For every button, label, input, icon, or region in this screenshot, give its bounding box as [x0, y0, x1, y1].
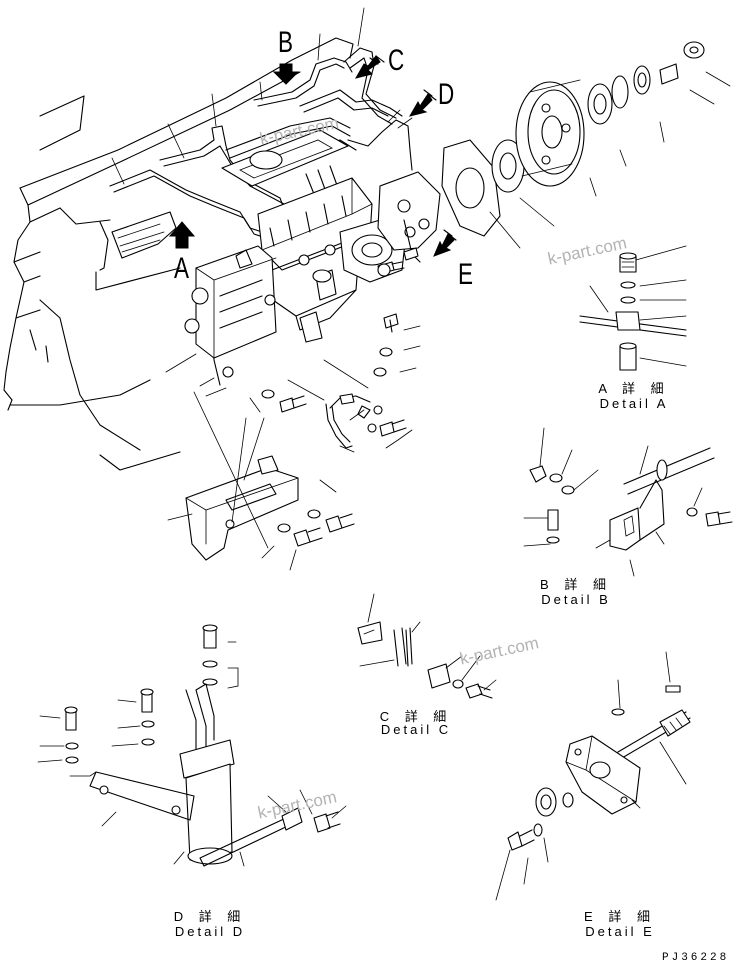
detail-d-title-en: Detail D — [174, 924, 246, 939]
pump-bolts — [261, 313, 399, 413]
callout-b: B — [278, 26, 294, 59]
drawing-code: PJ36228 — [662, 952, 730, 964]
callout-e: E — [458, 258, 474, 291]
detail-b-title-en: Detail B — [541, 592, 611, 607]
gear-train — [441, 41, 705, 237]
detail-c-drawing — [357, 593, 497, 699]
detail-a-title-jp: A 詳 細 — [598, 381, 670, 396]
rocker-cover — [221, 129, 349, 187]
detail-d-title-jp: D 詳 細 — [173, 909, 247, 924]
leader-lines — [111, 7, 731, 571]
detail-e-title-jp: E 詳 細 — [584, 909, 656, 924]
detail-e-title-en: Detail E — [585, 924, 655, 939]
engine-block — [3, 37, 354, 471]
detail-e-drawing — [495, 651, 691, 901]
callout-d: D — [438, 78, 455, 111]
detail-a-drawing — [579, 245, 687, 371]
detail-b-title-jp: B 詳 細 — [540, 577, 612, 592]
governor — [184, 245, 277, 378]
support-bracket — [185, 455, 355, 561]
detail-d-drawing — [37, 624, 347, 867]
detail-b-drawing — [523, 427, 733, 577]
main-bolts — [377, 247, 419, 277]
return-pipe — [325, 393, 407, 449]
pump-drive — [339, 171, 441, 283]
callout-a: A — [174, 252, 190, 285]
detail-a-title-en: Detail A — [599, 396, 669, 411]
detail-c-title-en: Detail C — [380, 722, 452, 737]
detail-c-title-jp: C 詳 細 — [379, 709, 453, 724]
callout-c: C — [388, 44, 405, 77]
callout-arrows — [168, 55, 457, 257]
